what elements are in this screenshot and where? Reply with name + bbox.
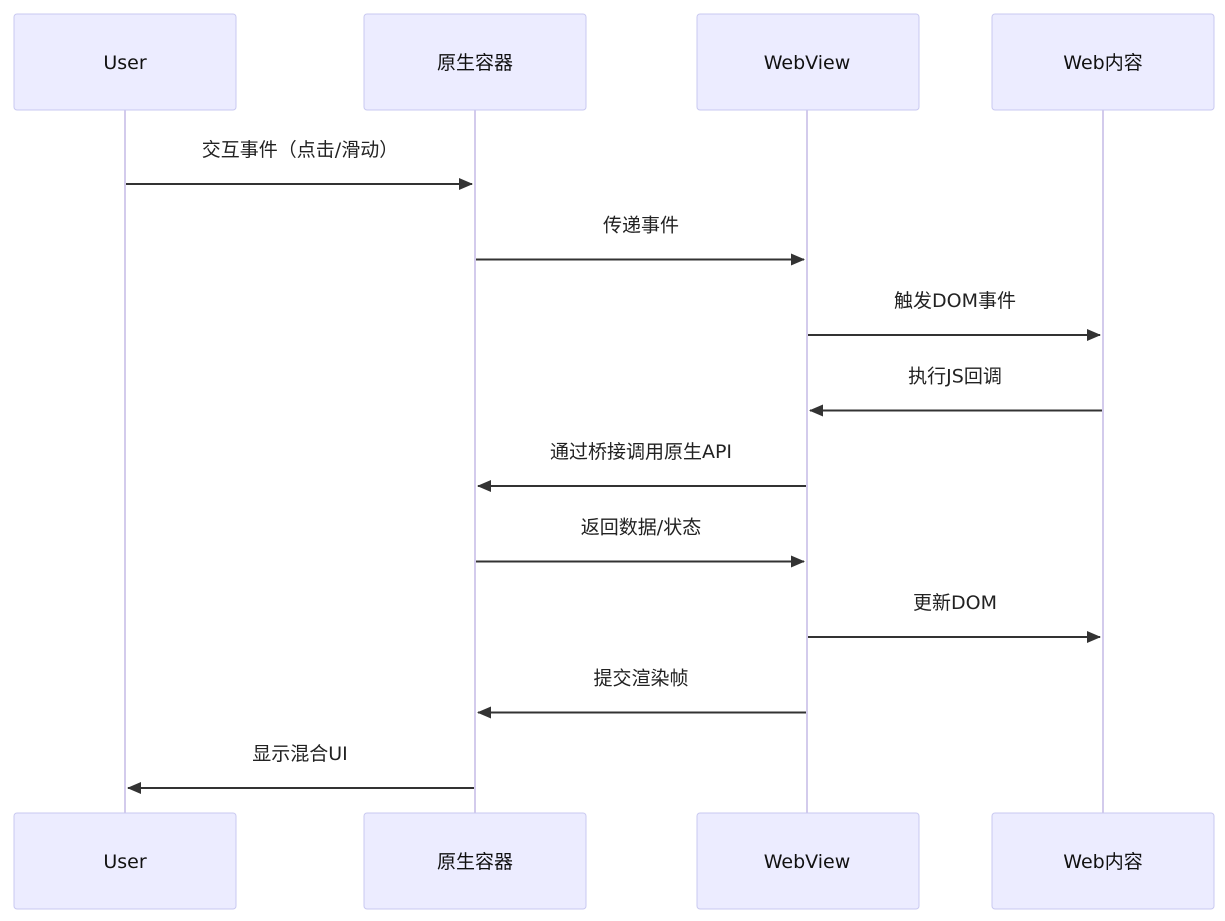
- actor-webview-bottom: WebView: [696, 812, 920, 910]
- actor-box: [13, 812, 237, 910]
- actor-box: [363, 13, 587, 111]
- message-7: 更新DOM: [808, 592, 1101, 643]
- actor-box: [991, 812, 1215, 910]
- actor-user-top: User: [13, 13, 237, 111]
- message-label: 提交渲染帧: [593, 668, 688, 690]
- actor-web-bottom: Web内容: [991, 812, 1215, 910]
- actor-label: 原生容器: [437, 52, 513, 74]
- actor-native-bottom: 原生容器: [363, 812, 587, 910]
- message-4: 执行JS回调: [809, 366, 1102, 417]
- message-label: 返回数据/状态: [581, 517, 701, 539]
- actor-box: [13, 13, 237, 111]
- message-6: 返回数据/状态: [476, 517, 805, 568]
- actor-label: WebView: [764, 851, 851, 873]
- message-label: 显示混合UI: [252, 743, 348, 765]
- actor-box: [696, 812, 920, 910]
- actor-label: User: [103, 851, 146, 873]
- message-1: 交互事件（点击/滑动）: [126, 139, 473, 190]
- actor-label: 原生容器: [437, 851, 513, 873]
- message-label: 执行JS回调: [908, 366, 1002, 388]
- message-2: 传递事件: [476, 215, 805, 266]
- message-label: 更新DOM: [913, 592, 997, 614]
- actor-web-top: Web内容: [991, 13, 1215, 111]
- message-label: 传递事件: [603, 215, 679, 237]
- actor-webview-top: WebView: [696, 13, 920, 111]
- actor-box: [363, 812, 587, 910]
- message-8: 提交渲染帧: [477, 668, 806, 719]
- actor-label: User: [103, 52, 146, 74]
- message-5: 通过桥接调用原生API: [477, 441, 806, 492]
- actor-box: [991, 13, 1215, 111]
- message-3: 触发DOM事件: [808, 290, 1101, 341]
- message-label: 通过桥接调用原生API: [550, 441, 732, 463]
- actor-label: Web内容: [1063, 52, 1142, 74]
- actor-user-bottom: User: [13, 812, 237, 910]
- message-label: 交互事件（点击/滑动）: [202, 139, 398, 161]
- actor-box: [696, 13, 920, 111]
- message-9: 显示混合UI: [127, 743, 474, 794]
- message-label: 触发DOM事件: [894, 290, 1016, 312]
- actor-label: WebView: [764, 52, 851, 74]
- actor-label: Web内容: [1063, 851, 1142, 873]
- actor-native-top: 原生容器: [363, 13, 587, 111]
